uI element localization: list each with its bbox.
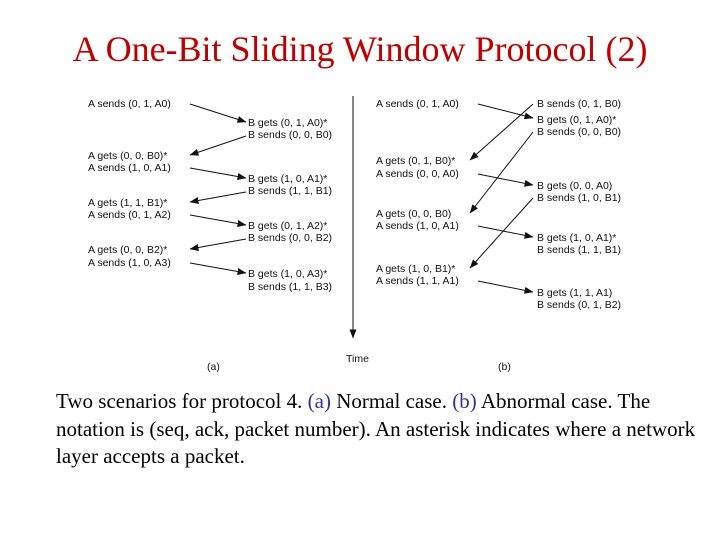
a-right-text: B gets (1, 0, A3)* — [248, 268, 327, 280]
message-arrow — [477, 225, 534, 239]
caption-prefix: Two scenarios for protocol 4. — [56, 389, 308, 413]
message-arrow — [189, 238, 247, 251]
diagram-a-label: (a) — [207, 361, 220, 373]
a-left-text: A gets (0, 0, B0)* — [88, 150, 167, 162]
a-left-text: A sends (1, 0, A1) — [88, 162, 171, 174]
message-arrow — [469, 131, 534, 214]
b-right-text: B sends (0, 1, B2) — [537, 299, 621, 311]
a-left-text: A gets (0, 0, B2)* — [88, 244, 167, 256]
caption-mid: Normal case. — [330, 389, 453, 413]
b-right-text: B sends (1, 0, B1) — [537, 192, 621, 204]
message-arrow — [189, 191, 247, 204]
a-left-text: A sends (0, 1, A2) — [88, 209, 171, 221]
message-arrow — [469, 197, 534, 269]
message-arrow — [477, 103, 534, 120]
diagram-b-label: (b) — [498, 361, 511, 373]
message-arrow — [189, 214, 247, 227]
a-right-text: B sends (0, 0, B2) — [248, 232, 332, 244]
b-right-text: B gets (1, 1, A1) — [537, 287, 612, 299]
b-left-text: A sends (0, 1, A0) — [376, 98, 459, 110]
message-arrow — [189, 167, 247, 180]
caption-b-label: (b) — [452, 389, 477, 413]
b-right-text: B gets (0, 1, A0)* — [537, 114, 616, 126]
message-arrow — [477, 173, 534, 187]
b-right-text: B gets (1, 0, A1)* — [537, 232, 616, 244]
b-right-text: B sends (0, 1, B0) — [537, 98, 621, 110]
caption-suffix: Abnormal case. The notation is (seq, ack… — [56, 389, 696, 468]
b-left-text: A gets (0, 0, B0) — [376, 208, 451, 220]
a-left-text: A sends (0, 1, A0) — [88, 98, 171, 110]
a-right-text: B gets (1, 0, A1)* — [248, 173, 327, 185]
b-right-text: B sends (1, 1, B1) — [537, 244, 621, 256]
message-arrow — [477, 280, 534, 294]
protocol-diagram: Time (a) (b) A sends (0, 1, A0) A gets (… — [88, 96, 621, 373]
message-arrow — [189, 103, 247, 123]
caption-a-label: (a) — [307, 389, 331, 413]
b-left-text: A sends (1, 0, A1) — [376, 220, 459, 232]
b-right-text: B gets (0, 0, A0) — [537, 180, 612, 192]
a-right-text: B gets (0, 1, A0)* — [248, 117, 327, 129]
a-right-text: B gets (0, 1, A2)* — [248, 220, 327, 232]
message-arrow — [189, 135, 247, 156]
a-right-text: B sends (1, 1, B3) — [248, 281, 332, 293]
a-right-text: B sends (1, 1, B1) — [248, 185, 332, 197]
b-left-text: A gets (0, 1, B0)* — [376, 155, 455, 167]
slide-caption: Two scenarios for protocol 4. (a) Normal… — [56, 388, 706, 471]
slide-title: A One-Bit Sliding Window Protocol (2) — [72, 29, 648, 69]
b-right-text: B sends (0, 0, B0) — [537, 126, 621, 138]
time-label: Time — [346, 353, 369, 365]
a-left-text: A sends (1, 0, A3) — [88, 257, 171, 269]
b-left-text: A sends (1, 1, A1) — [376, 275, 459, 287]
message-arrow — [469, 103, 534, 161]
a-left-text: A gets (1, 1, B1)* — [88, 197, 167, 209]
a-right-text: B sends (0, 0, B0) — [248, 129, 332, 141]
message-arrow — [189, 262, 247, 275]
b-left-text: A gets (1, 0, B1)* — [376, 263, 455, 275]
b-left-text: A sends (0, 0, A0) — [376, 168, 459, 180]
